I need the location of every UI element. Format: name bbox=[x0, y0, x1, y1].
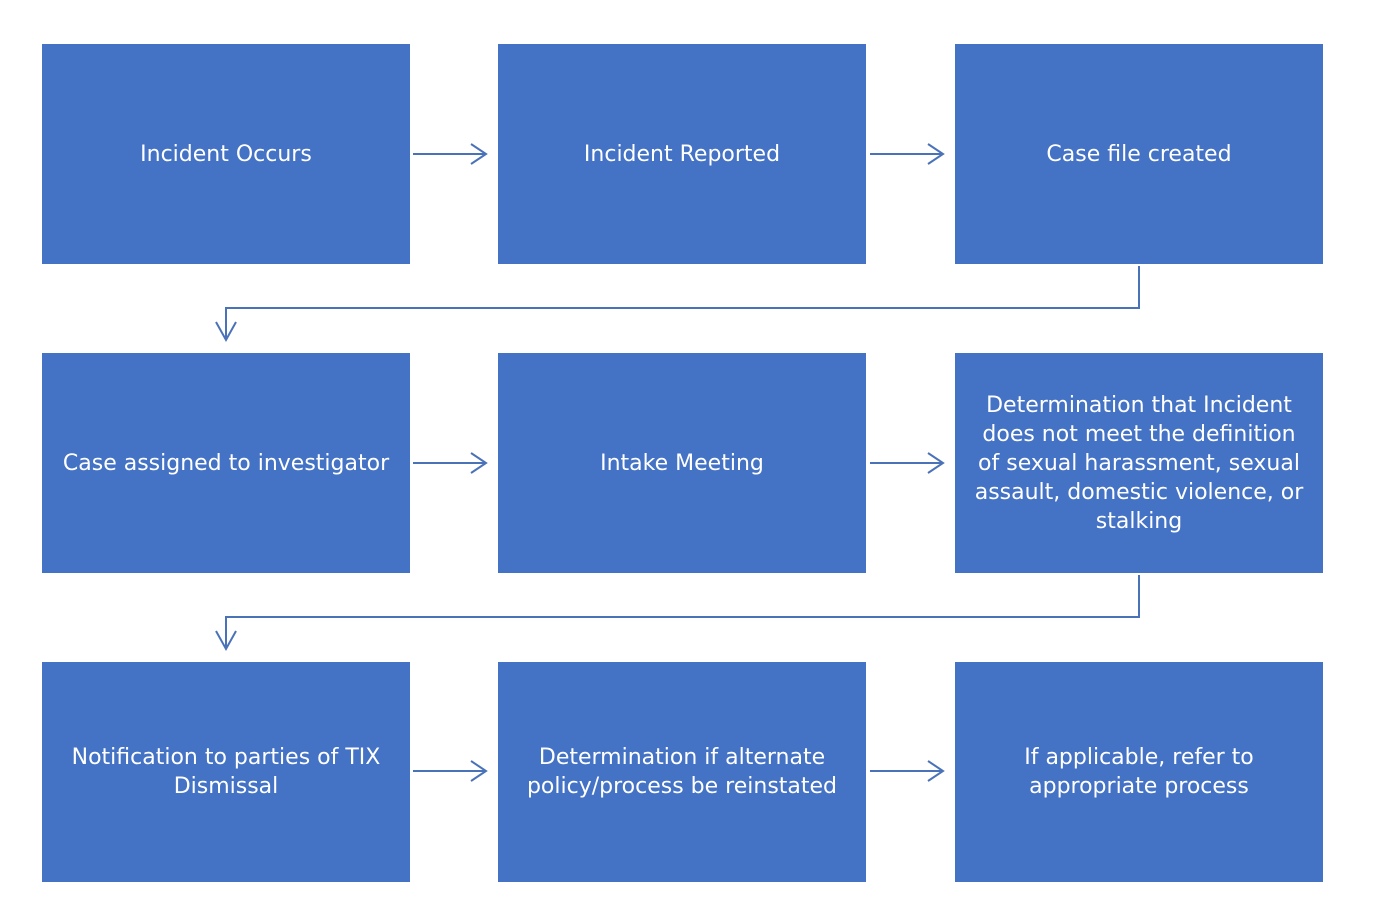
step-notification-dismissal: Notification to parties of TIX Dismissal bbox=[42, 662, 410, 882]
step-determination-alternate-policy: Determination if alternate policy/proces… bbox=[498, 662, 866, 882]
step-case-file-created: Case file created bbox=[955, 44, 1323, 264]
step-intake-meeting: Intake Meeting bbox=[498, 353, 866, 573]
step-case-assigned: Case assigned to investigator bbox=[42, 353, 410, 573]
step-label: Notification to parties of TIX Dismissal bbox=[71, 745, 381, 799]
arrow-step-8-to-9 bbox=[870, 760, 945, 782]
step-incident-reported: Incident Reported bbox=[498, 44, 866, 264]
arrow-step-5-to-6 bbox=[870, 452, 945, 474]
step-label: Incident Reported bbox=[583, 141, 781, 167]
arrow-step-7-to-8 bbox=[413, 760, 488, 782]
step-label: Determination that Incident does not mee… bbox=[974, 392, 1304, 534]
step-incident-occurs: Incident Occurs bbox=[42, 44, 410, 264]
step-label: Determination if alternate policy/proces… bbox=[526, 745, 838, 799]
elbow-arrow-step-6-to-7 bbox=[215, 575, 1140, 652]
step-label: If applicable, refer to appropriate proc… bbox=[1024, 745, 1254, 799]
arrow-step-1-to-2 bbox=[413, 143, 488, 165]
arrow-step-2-to-3 bbox=[870, 143, 945, 165]
step-label: Intake Meeting bbox=[600, 450, 764, 476]
step-label: Incident Occurs bbox=[140, 141, 312, 167]
elbow-arrow-step-3-to-4 bbox=[215, 266, 1140, 343]
step-label: Case assigned to investigator bbox=[62, 450, 390, 476]
step-label: Case file created bbox=[1046, 141, 1232, 167]
arrow-step-4-to-5 bbox=[413, 452, 488, 474]
step-determination-not-meet-definition: Determination that Incident does not mee… bbox=[955, 353, 1323, 573]
step-refer-appropriate-process: If applicable, refer to appropriate proc… bbox=[955, 662, 1323, 882]
